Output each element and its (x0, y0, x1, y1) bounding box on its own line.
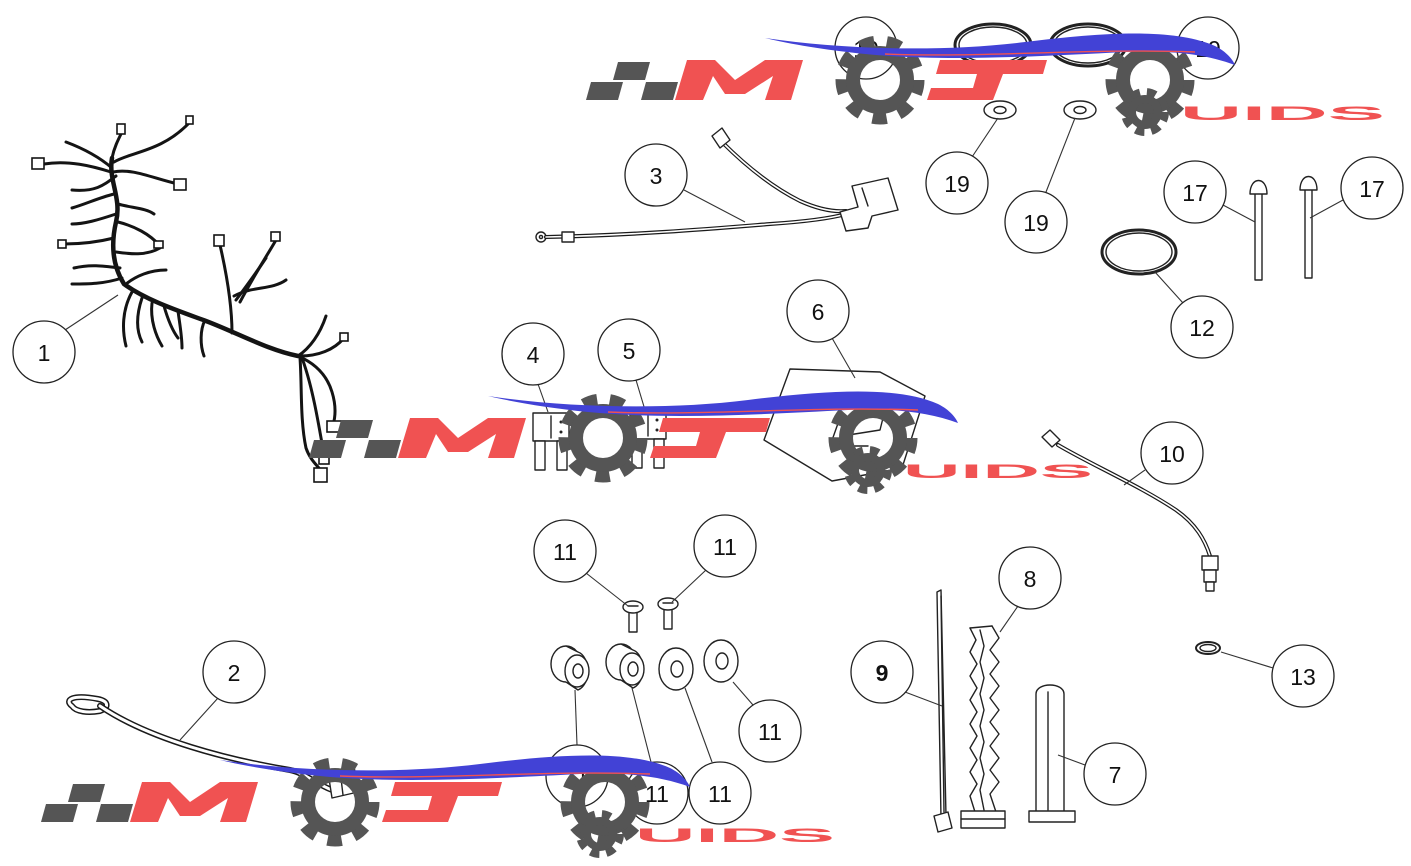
logo-suffix: UIDS (1180, 104, 1385, 125)
logo-letter-t (927, 60, 1047, 100)
callout-label: 12 (1189, 315, 1215, 341)
logo-letter-m (398, 418, 526, 458)
part-12-o-ring (1100, 228, 1178, 276)
logo-letter-t (650, 418, 770, 458)
callout-1: 1 (12, 294, 119, 384)
part-19-washer (1063, 100, 1097, 120)
part-1-wiring-harness (31, 115, 349, 483)
callout-label: 8 (1024, 566, 1037, 592)
callout-label: 17 (1182, 180, 1208, 206)
part-11-bushing (550, 645, 590, 691)
logo-swoosh-accent (607, 408, 919, 414)
watermark-logo-middle: UIDS (309, 391, 1093, 494)
callout-13: 13 (1220, 644, 1335, 708)
callout-11: 11 (671, 514, 757, 603)
gear-icon (1105, 35, 1195, 125)
logo-swoosh (765, 33, 1235, 65)
checkered-flag-icon (309, 420, 401, 458)
callout-label: 19 (1023, 210, 1049, 236)
part-11-washer (658, 647, 694, 691)
callout-label: 2 (228, 660, 241, 686)
callout-label: 19 (944, 171, 970, 197)
part-17-pin (1249, 179, 1268, 281)
callout-label: 13 (1290, 664, 1316, 690)
part-11-screw (657, 597, 679, 630)
callout-7: 7 (1057, 742, 1147, 806)
callout-11: 11 (684, 687, 752, 825)
logo-letter-m (675, 60, 803, 100)
callout-11: 11 (533, 519, 629, 607)
callout-5: 5 (597, 318, 661, 411)
callout-19: 19 (1004, 117, 1076, 254)
callout-label: 11 (713, 534, 737, 560)
callout-label: 9 (876, 660, 889, 686)
part-8-grommet (960, 625, 1006, 829)
part-13-washer (1195, 641, 1221, 655)
callout-label: 1 (38, 340, 51, 366)
callout-label: 10 (1159, 441, 1185, 467)
callout-9: 9 (850, 640, 943, 707)
callout-12: 12 (1154, 271, 1234, 359)
callout-11: 11 (732, 681, 802, 763)
gear-icon (844, 446, 892, 494)
callout-6: 6 (786, 279, 856, 379)
callouts: 1 2 3 4 5 6 7 (12, 16, 1404, 825)
part-11-screw (622, 600, 644, 633)
part-3-battery-cable (535, 127, 899, 243)
logo-letter-m (130, 782, 258, 822)
part-11-bushing (605, 643, 645, 689)
callout-label: 4 (527, 342, 540, 368)
part-10-sensor-cable (1041, 429, 1219, 592)
gear-icon (576, 810, 624, 858)
part-17-pin (1299, 175, 1318, 279)
callout-17: 17 (1309, 156, 1404, 220)
watermark-logo-bottom: UIDS (41, 755, 835, 858)
callout-4: 4 (501, 322, 565, 413)
part-4-fuse (532, 412, 570, 471)
logo-swoosh (220, 755, 690, 787)
callout-17: 17 (1163, 160, 1256, 224)
logo-letter-t (382, 782, 502, 822)
callout-label: 11 (645, 781, 669, 807)
callout-19: 19 (925, 117, 999, 215)
part-11-washer (703, 639, 739, 683)
callout-label: 5 (623, 338, 636, 364)
callout-label: 11 (553, 539, 577, 565)
checkered-flag-icon (586, 62, 678, 100)
callout-label: 17 (1359, 176, 1385, 202)
callout-label: 3 (650, 163, 663, 189)
callout-label: 7 (1109, 762, 1122, 788)
watermark-logo-top: UIDS (586, 33, 1385, 136)
gear-icon (828, 393, 918, 483)
callout-label: 11 (758, 719, 782, 745)
logo-suffix: UIDS (903, 462, 1093, 483)
logo-swoosh-accent (884, 50, 1196, 56)
callout-3: 3 (624, 143, 746, 223)
logo-suffix: UIDS (635, 826, 835, 847)
part-7-sleeve (1028, 684, 1076, 823)
callout-8: 8 (998, 546, 1062, 633)
callout-label: 11 (708, 781, 732, 807)
checkered-flag-icon (41, 784, 133, 822)
gear-icon (1121, 88, 1169, 136)
callout-label: 6 (812, 299, 825, 325)
callout-10: 10 (1123, 421, 1204, 486)
part-9-cable-tie (933, 589, 953, 833)
logo-swoosh (488, 391, 958, 423)
logo-swoosh-accent (339, 772, 651, 778)
gear-icon (560, 757, 650, 847)
part-19-washer (983, 100, 1017, 120)
callout-2: 2 (179, 640, 266, 741)
